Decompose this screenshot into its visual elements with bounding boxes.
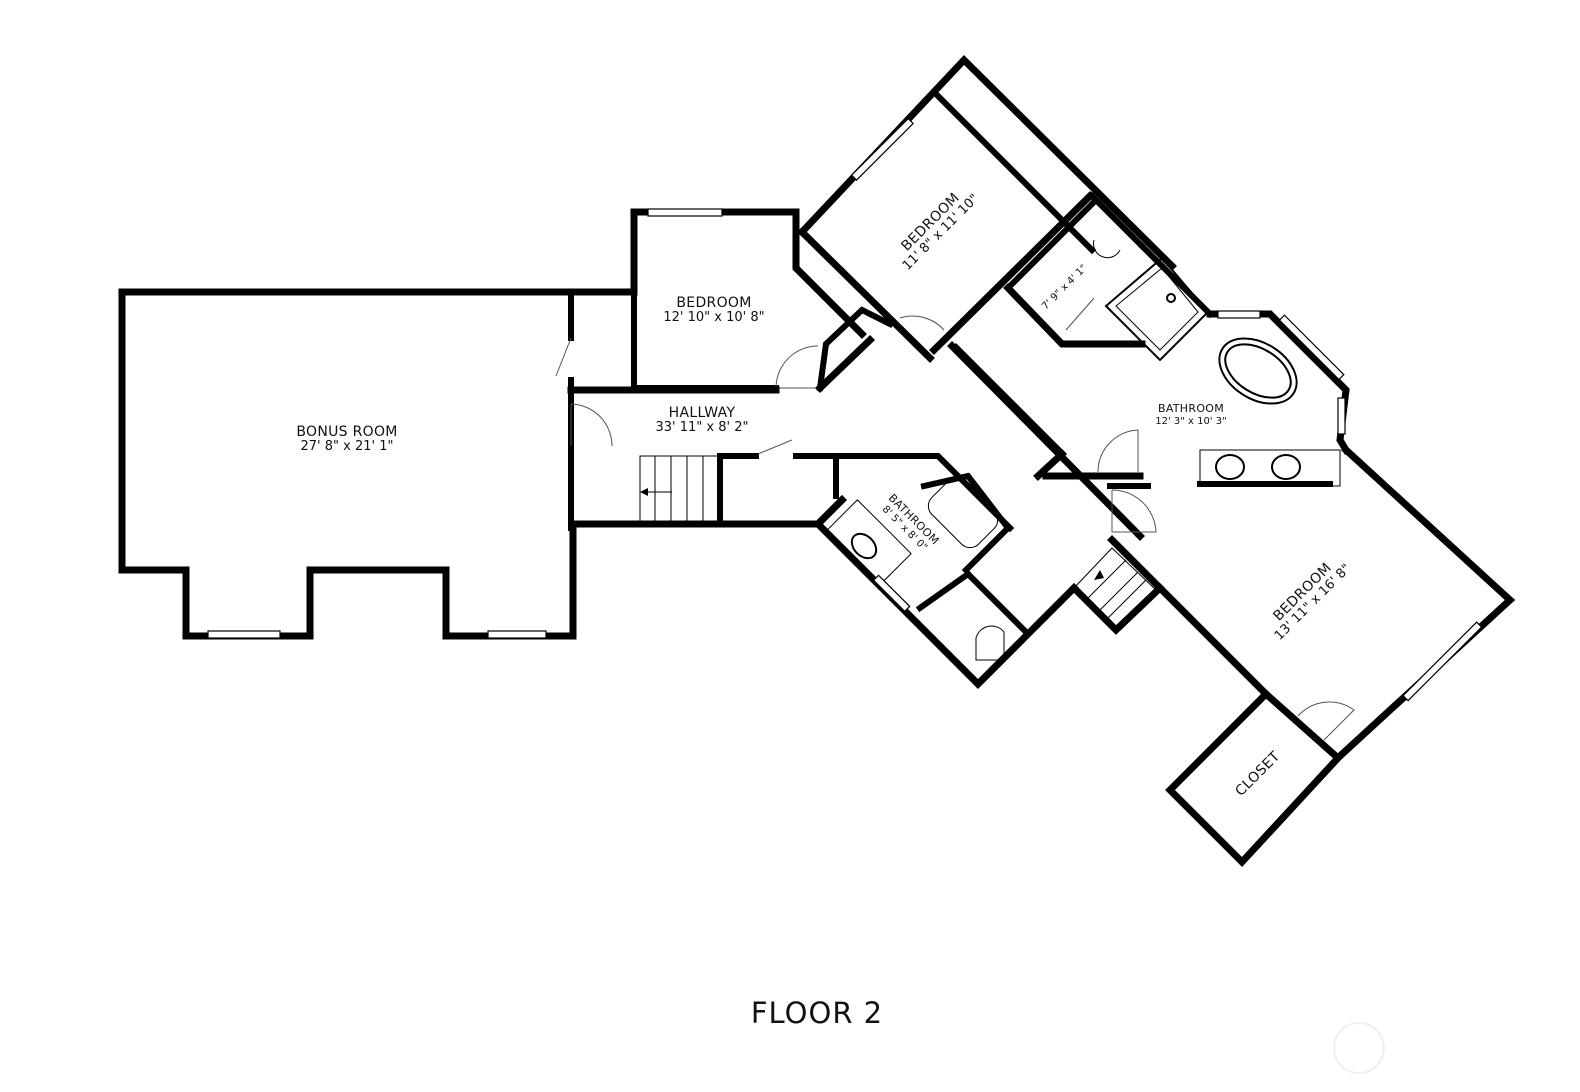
bathroom-2-walls (813, 472, 1079, 689)
room-dimensions: 27' 8" x 21' 1" (300, 439, 394, 455)
window (850, 117, 914, 181)
window (207, 630, 281, 639)
window (1337, 397, 1346, 435)
bedroom-1-label: BEDROOM 12' 10" x 10' 8" (640, 295, 788, 326)
hallway-label: HALLWAY 33' 11" x 8' 2" (630, 405, 774, 436)
bonus-room-walls (118, 288, 636, 640)
primary-bathroom-label: BATHROOM 12' 3" x 10' 3" (1140, 402, 1242, 427)
shower (1104, 256, 1210, 362)
closet-walls (1165, 689, 1343, 868)
staircase[interactable] (639, 455, 719, 525)
window (872, 574, 911, 613)
staircase[interactable] (1073, 547, 1157, 631)
window (1278, 314, 1345, 381)
window (1217, 310, 1261, 319)
room-dimensions: 12' 3" x 10' 3" (1155, 415, 1227, 427)
room-name: BONUS ROOM (296, 424, 398, 440)
room-name: BEDROOM (676, 295, 752, 311)
window (487, 630, 547, 639)
primary-suite-walls (947, 191, 1351, 541)
bonus-room-label: BONUS ROOM 27' 8" x 21' 1" (272, 424, 422, 455)
window (647, 208, 723, 217)
bathtub (1218, 337, 1298, 405)
floor-title: FLOOR 2 (750, 996, 884, 1030)
window (1402, 621, 1483, 702)
bedroom-2-walls (797, 54, 1177, 363)
room-dimensions: 33' 11" x 8' 2" (655, 420, 749, 436)
watermark-circle-icon (1333, 1022, 1385, 1074)
primary-bedroom-walls (1069, 445, 1516, 761)
room-name: HALLWAY (668, 405, 736, 421)
room-name: BATHROOM (1157, 402, 1225, 415)
room-dimensions: 12' 10" x 10' 8" (663, 310, 765, 326)
double-vanity (1197, 449, 1341, 487)
